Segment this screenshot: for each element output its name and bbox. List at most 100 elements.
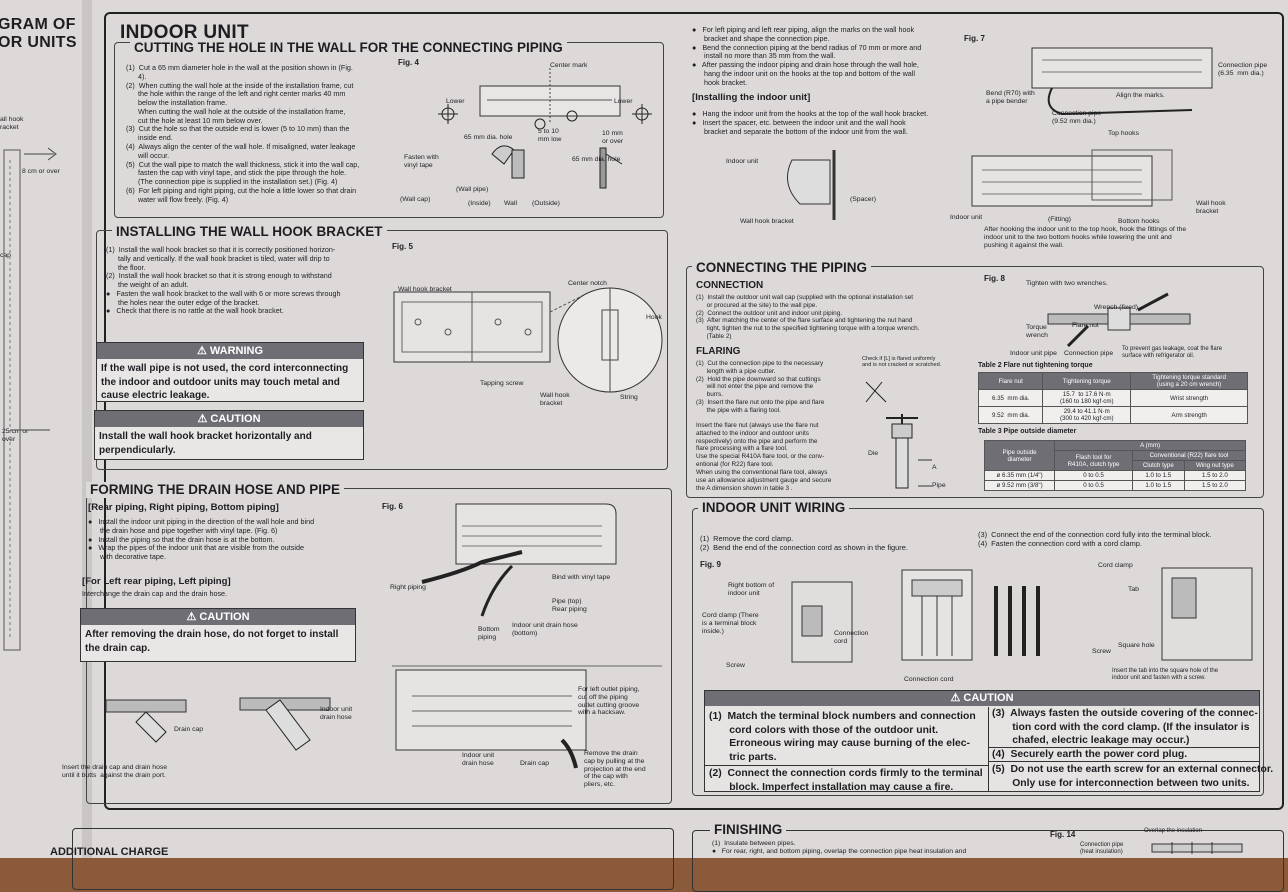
fig4-wall: Wall [504,200,517,207]
drain-sub2: [For Left rear piping, Left piping] [82,576,231,587]
table3-cell: 0 to 0.5 [1054,470,1133,481]
fig7-drawing [1031,47,1213,116]
fig9-drawing [791,567,1253,663]
fig8-indoor-pipe: Indoor unit pipe [1010,350,1057,357]
table2-header-cell: Tightening torque [1042,372,1132,390]
piping-section [686,266,1264,498]
left-label-8cm: 8 cm or over [22,168,60,175]
fig8-two-wrenches: Tighten with two wrenches. [1026,280,1108,287]
left-title-1: GRAM OF [0,16,76,33]
warning-heading: ⚠ WARNING [97,343,363,359]
drain-heading: FORMING THE DRAIN HOSE AND PIPE [86,482,345,498]
fig9-cord-clamp2: Cord clamp [1098,562,1133,569]
fig7-conn-pipe: Connection pipe (6.35 mm dia.) [1218,62,1268,77]
fig4-label: Fig. 4 [398,58,419,67]
table2-cell: Arm strength [1130,406,1248,424]
hook-text: (1) Install the wall hook bracket so tha… [106,245,341,316]
fig4-dia65b: 65 mm dia. hole [572,156,621,163]
fig6-bottom: Bottom piping [478,626,500,641]
fig9-right-bottom: Right bottom of indoor unit [728,582,775,597]
table3-cell: 1.0 to 1.5 [1131,480,1185,491]
install-spacer: (Spacer) [850,196,877,203]
drain-text1: ● Install the indoor unit piping in the … [88,517,315,562]
wiring-caution-4: (4) Securely earth the power cord plug. [992,749,1188,760]
left-title-2: OR UNITS [0,34,77,51]
fig14-conn-pipe: Connection pipe (heat insulation) [1080,842,1124,855]
install-bracket: Wall hook bracket [740,218,794,225]
flaring-heading: FLARING [696,346,741,357]
wiring-caution-heading: ⚠ CAUTION [705,691,1259,706]
table2-row: 6.35 mm dia.15.7 to 17.6 N·m (160 to 180… [977,389,1248,407]
fig14-label: Fig. 14 [1050,830,1076,839]
additional-charge-heading: ADDITIONAL CHARGE [50,846,169,858]
fig4-5to10: 5 to 10 mm low [538,128,562,143]
wiring-text-left: (1) Remove the cord clamp. (2) Bend the … [700,534,908,553]
finishing-heading: FINISHING [710,822,787,838]
indoor-unit-title: INDOOR UNIT [120,22,249,43]
flaring-drawing [865,381,932,489]
fig6-drain-hose: Indoor unit drain hose (bottom) [512,622,578,637]
wiring-text-right: (3) Connect the end of the connection co… [978,530,1212,549]
table2-cell: 6.35 mm dia. [977,389,1044,407]
fig6-bind: Bind with vinyl tape [552,574,611,581]
fig8-wrench-fixed: Wrench (fixed) [1094,304,1139,311]
left-label-hook: all hook racket [0,116,24,131]
fig5-bracket: Wall hook bracket [398,286,452,293]
drain-caution-box: ⚠ CAUTION After removing the drain hose,… [80,608,356,662]
fig4-wall-pipe: (Wall pipe) [456,186,489,193]
drain-caution-heading: ⚠ CAUTION [81,609,355,625]
install-indoor-unit: Indoor unit [726,158,759,165]
table2-cell: Wrist strength [1130,389,1248,407]
fig14-overlap: Overlap the insulation [1144,828,1203,834]
table2-header-cell: Tightening torque standard (using a 20 c… [1130,372,1248,390]
fig9-conn-cord2: Connection cord [904,676,954,683]
fig8-label: Fig. 8 [984,274,1005,283]
fig4-drawing [438,68,652,189]
fig9-screw: Screw [726,662,745,669]
table3-cell: 0 to 0.5 [1054,480,1133,491]
table3-header-cell: Clutch type [1131,460,1185,471]
fig4-center-mark: Center mark [550,62,588,69]
flaring-die: Die [868,450,879,457]
install-top-hooks: Top hooks [1108,130,1139,137]
fig5-string: String [620,394,638,401]
table2-title: Table 2 Flare nut tightening torque [978,362,1093,369]
fig9-screw2: Screw [1092,648,1111,655]
connection-heading: CONNECTION [696,280,764,291]
install-drawing [787,149,1173,220]
flaring-check: Check if [L] is flared uniformly and is … [862,356,942,369]
table3-cell: 1.5 to 2.0 [1183,470,1247,481]
fig9-insert-tab: Insert the tab into the square hole of t… [1112,668,1219,681]
bottom-left-section [72,828,674,890]
drain-remove: Remove the drain cap by pulling at the p… [584,750,646,789]
drain-indoor-hose2: Indoor unit drain hose [462,752,495,767]
fig7-align: Align the marks. [1116,92,1165,99]
drain-caution-body: After removing the drain hose, do not fo… [85,629,339,654]
table3-cell: 1.5 to 2.0 [1183,480,1247,491]
cutting-heading: CUTTING THE HOLE IN THE WALL FOR THE CON… [130,40,567,56]
drain-cap-label: Drain cap [174,726,204,733]
fig5-tapping: Tapping screw [480,380,524,387]
fig8-drawing [1047,292,1191,348]
flaring-a: A [932,464,937,471]
install-fitting: (Fitting) [1048,216,1072,223]
fig4-lower-left: Lower [446,98,465,105]
finishing-text: (1) Insulate between pipes. ● For rear, … [712,840,967,856]
connection-text: (1) Install the outdoor unit wall cap (s… [696,294,920,341]
table3-cell: 1.0 to 1.5 [1131,470,1185,481]
right-top-text: ● For left piping and left rear piping, … [692,25,922,87]
left-label-25cm: 25 cm or over [2,428,29,443]
drain-sub1: [Rear piping, Right piping, Bottom pipin… [88,502,279,513]
table3-header-cell: Wing nut type [1183,460,1247,471]
flaring-text2: Insert the flare nut (always use the fla… [696,422,832,492]
install-heading: [Installing the indoor unit] [692,92,811,103]
fig5-label: Fig. 5 [392,242,413,251]
install-after: After hooking the indoor unit to the top… [984,226,1187,249]
fig5-wall-hook: Wall hook bracket [540,392,570,407]
fig7-conn-pipe2: Connection pipe (9.52 mm dia.) [1052,110,1102,125]
table3-header-cell: Flash tool for R410A, clutch type [1054,450,1133,471]
flaring-text: (1) Cut the connection pipe to the neces… [696,360,825,414]
